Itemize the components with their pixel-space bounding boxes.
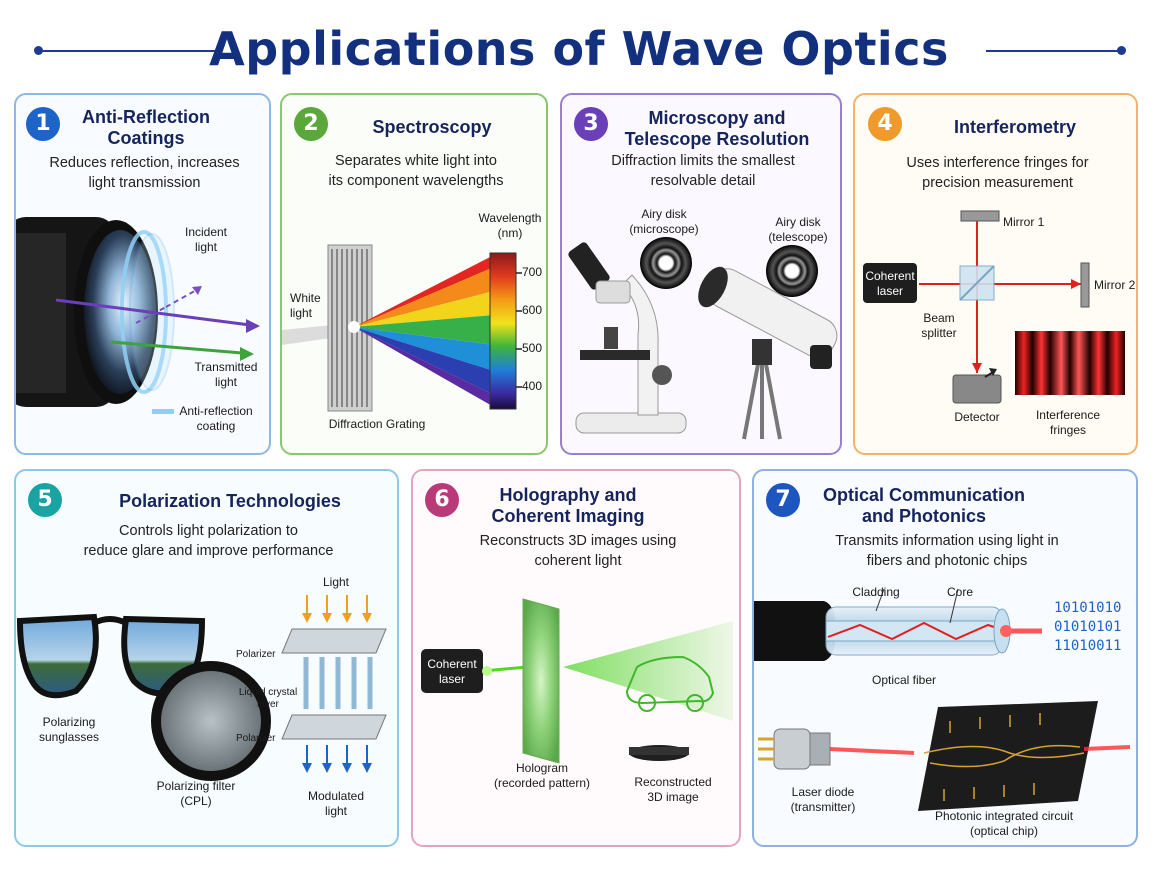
- hologram-label: Hologram(recorded pattern): [493, 761, 591, 790]
- card-number-badge: 4: [868, 107, 902, 141]
- title-rule-left: [38, 50, 218, 52]
- camera-lens-icon: [16, 217, 260, 414]
- card-spectroscopy: 2 Spectroscopy Separates white light int…: [280, 93, 548, 455]
- card-title: Interferometry: [953, 117, 1077, 137]
- card-number-badge: 3: [574, 107, 608, 141]
- airy-disk-microscope-label: Airy disk(microscope): [629, 207, 699, 236]
- card-number-badge: 6: [425, 483, 459, 517]
- wavelength-axis-label: Wavelength(nm): [478, 211, 542, 240]
- page-title: Applications of Wave Optics: [209, 22, 949, 76]
- detector-label: Detector: [954, 410, 1000, 424]
- sunglasses-icon: [16, 595, 387, 781]
- polarizer-top-label: Polarizer: [236, 649, 276, 660]
- tick-700: 700: [522, 265, 543, 279]
- mirror-2-label: Mirror 2: [1094, 278, 1136, 292]
- card-title: Polarization Technologies: [119, 491, 341, 511]
- diffraction-grating-label: Diffraction Grating: [328, 417, 426, 431]
- card-number-badge: 1: [26, 107, 60, 141]
- tick-600: 600: [522, 303, 543, 317]
- card-interferometry: 4 Interferometry Uses interference fring…: [853, 93, 1138, 455]
- interferometer-icon: [863, 210, 1125, 404]
- mirror-1-label: Mirror 1: [1003, 215, 1045, 229]
- title-bar: Applications of Wave Optics: [0, 10, 1158, 80]
- diffraction-grating-icon: [282, 244, 522, 412]
- hologram-icon: [421, 598, 733, 764]
- card-number-badge: 5: [28, 483, 62, 517]
- cladding-label: Cladding: [852, 585, 900, 599]
- airy-disk-telescope-label: Airy disk(telescope): [768, 215, 828, 244]
- light-label: Light: [322, 575, 350, 589]
- polarizer-bottom-label: Polarizer: [236, 733, 276, 744]
- title-dot-right: [1117, 46, 1126, 55]
- cpl-filter-label: Polarizing filter(CPL): [156, 779, 236, 808]
- card-title: Spectroscopy: [372, 117, 492, 137]
- tick-400: 400: [522, 379, 543, 393]
- microscope-icon: [568, 237, 838, 440]
- core-label: Core: [946, 585, 973, 599]
- title-dot-left: [34, 46, 43, 55]
- card-number-badge: 7: [766, 483, 800, 517]
- optical-fiber-label: Optical fiber: [871, 673, 937, 687]
- tick-500: 500: [522, 341, 543, 355]
- card-polarization: 5 Polarization Technologies Controls lig…: [14, 469, 399, 847]
- laser-diode-label: Laser diode(transmitter): [790, 785, 856, 814]
- title-rule-right: [986, 50, 1122, 52]
- card-number-badge: 2: [294, 107, 328, 141]
- optical-fiber-icon: [754, 588, 1131, 811]
- photonic-chip-label: Photonic integrated circuit(optical chip…: [934, 809, 1074, 838]
